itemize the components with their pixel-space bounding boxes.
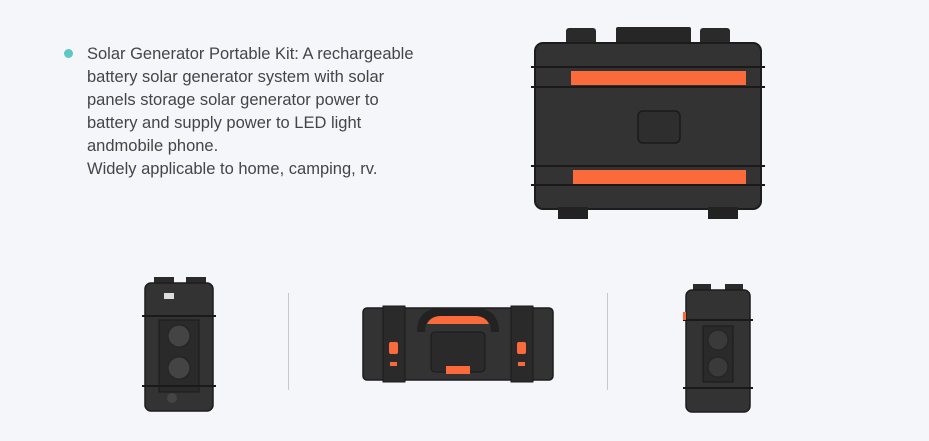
divider	[607, 293, 608, 390]
divider	[288, 293, 289, 390]
orange-stripe	[571, 71, 746, 85]
orange-stripe	[573, 170, 746, 184]
description-text: Solar Generator Portable Kit: A recharge…	[87, 45, 414, 178]
case-front-handle-view	[362, 305, 554, 383]
case-top-view	[531, 27, 765, 219]
case-left-side-view	[142, 277, 216, 412]
case-right-side-view	[683, 284, 753, 413]
bullet-icon	[64, 49, 73, 58]
